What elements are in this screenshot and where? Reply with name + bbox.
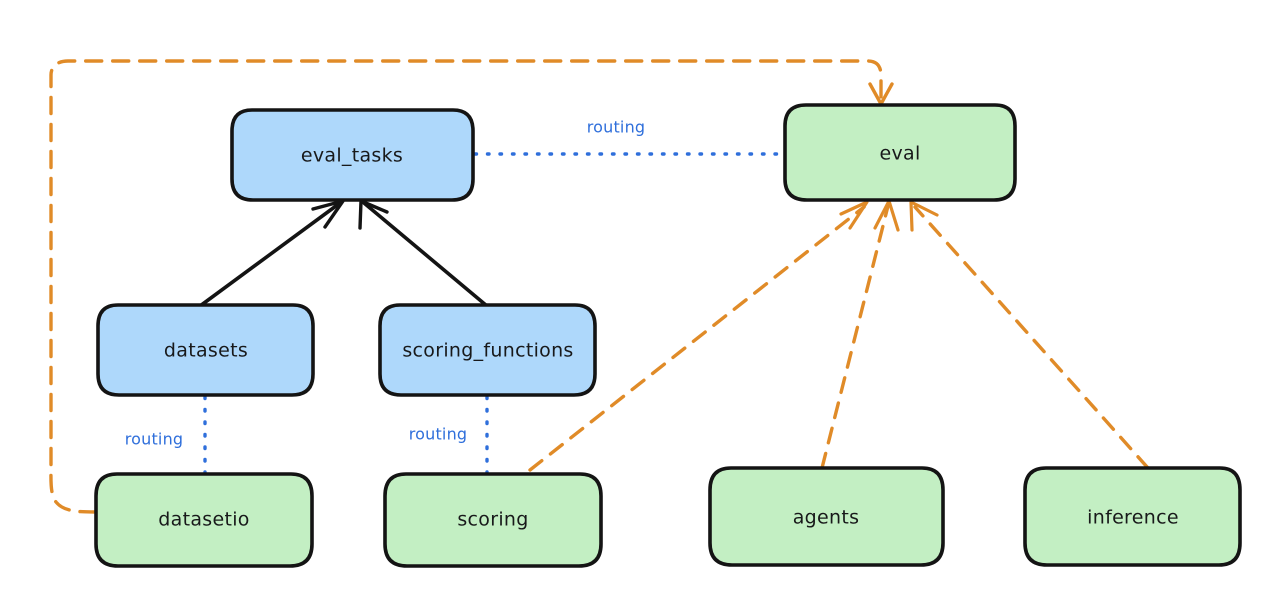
node-eval-label: eval (879, 143, 920, 165)
edge-scoring-eval[interactable] (528, 200, 869, 472)
node-agents[interactable]: agents (708, 466, 945, 567)
node-inference[interactable]: inference (1023, 466, 1242, 567)
edge-label-layer: routing routing routing (125, 118, 646, 449)
edge-label-routing-eval-tasks: routing (587, 118, 646, 137)
node-eval_tasks[interactable]: eval_tasks (230, 108, 475, 202)
edge-scoring_functions-eval_tasks[interactable] (358, 199, 489, 308)
node-eval-shape (783, 103, 1017, 202)
node-eval[interactable]: eval (783, 103, 1017, 202)
edge-label-routing-scoring-functions: routing (409, 425, 468, 444)
edge-layer (49, 59, 1150, 514)
arrowhead-scoring-eval (839, 200, 869, 230)
node-inference-shape (1023, 466, 1242, 567)
node-scoring_functions-label: scoring_functions (402, 340, 573, 362)
arrowhead-inference-eval (909, 200, 939, 232)
inherit-path-datasets (198, 201, 342, 308)
dependency-path-scoring (528, 205, 866, 472)
node-inference-label: inference (1087, 507, 1179, 529)
node-agents-label: agents (793, 507, 860, 529)
node-datasets-shape (96, 303, 315, 397)
node-scoring-shape (383, 472, 603, 568)
node-datasets-label: datasets (164, 340, 248, 362)
node-datasetio[interactable]: datasetio (94, 472, 314, 568)
node-eval_tasks-shape (230, 108, 475, 202)
node-eval_tasks-label: eval_tasks (301, 145, 403, 167)
node-scoring-label: scoring (457, 509, 528, 531)
edge-inference-eval[interactable] (909, 200, 1150, 470)
edge-datasets-eval_tasks[interactable] (198, 199, 345, 308)
node-scoring[interactable]: scoring (383, 472, 603, 568)
node-scoring_functions[interactable]: scoring_functions (378, 303, 597, 397)
dependency-path-agents (820, 204, 890, 470)
dependency-path-inference (913, 205, 1150, 470)
edge-label-routing-datasets: routing (125, 430, 184, 449)
node-datasetio-shape (94, 472, 314, 568)
node-datasetio-label: datasetio (158, 509, 249, 531)
node-agents-shape (708, 466, 945, 567)
node-layer: eval_tasks eval datasets scoring_functio… (94, 103, 1242, 568)
edge-agents-eval[interactable] (820, 199, 900, 470)
node-datasets[interactable]: datasets (96, 303, 315, 397)
inherit-path-scoring-functions (362, 201, 489, 308)
node-scoring_functions-shape (378, 303, 597, 397)
dependency-path-datasetio (49, 59, 883, 514)
